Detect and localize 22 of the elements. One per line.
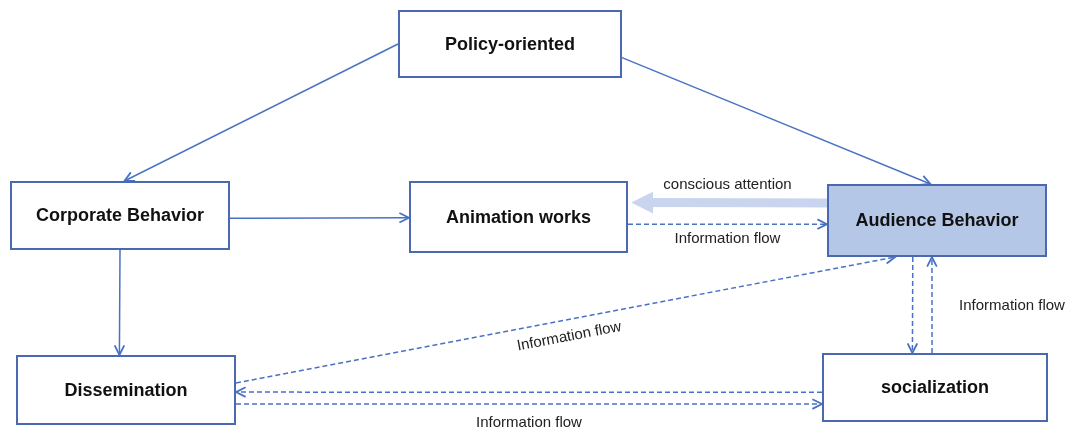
arrow bbox=[235, 398, 823, 410]
arrow bbox=[906, 256, 919, 354]
node-label: Corporate Behavior bbox=[35, 205, 204, 226]
node-label: Audience Behavior bbox=[855, 210, 1019, 231]
process-box bbox=[827, 184, 1047, 257]
process-box bbox=[10, 181, 230, 250]
arrow bbox=[631, 191, 827, 214]
arrow bbox=[235, 386, 823, 398]
node-label: Dissemination bbox=[64, 379, 188, 401]
process-box bbox=[16, 355, 236, 425]
node-label: Animation works bbox=[446, 206, 591, 228]
arrow bbox=[926, 256, 938, 354]
arrow bbox=[229, 212, 410, 224]
process-box bbox=[822, 353, 1048, 422]
process-box bbox=[398, 10, 622, 78]
process-box bbox=[409, 181, 628, 253]
arrow bbox=[123, 43, 399, 182]
node-label: socialization bbox=[881, 377, 989, 398]
node-label: Policy-oriented bbox=[445, 33, 575, 55]
arrow bbox=[113, 249, 126, 356]
arrow bbox=[621, 56, 932, 186]
arrow bbox=[627, 218, 828, 230]
